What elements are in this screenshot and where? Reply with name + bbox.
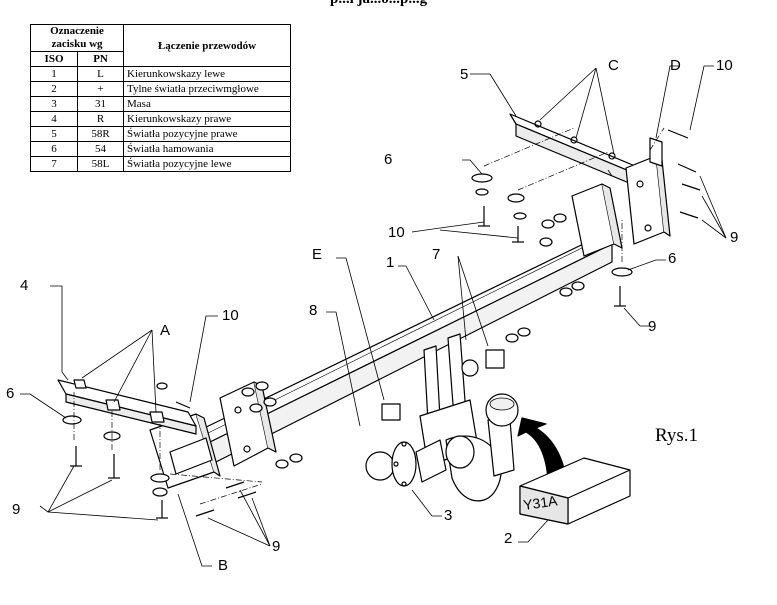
label-6-left: 6 bbox=[6, 385, 15, 402]
washers-nuts bbox=[62, 173, 633, 497]
label-8: 8 bbox=[309, 302, 318, 319]
left-bracket bbox=[149, 381, 277, 489]
label-9-far-right: 9 bbox=[730, 229, 739, 246]
header-pn: PN bbox=[77, 51, 124, 67]
label-9-right: 9 bbox=[648, 318, 657, 335]
partial-title: p...i ja...o...p...g bbox=[330, 0, 427, 8]
header-laczenie: Łączenie przewodów bbox=[123, 24, 291, 67]
label-9-left: 9 bbox=[12, 501, 21, 518]
label-10-mid: 10 bbox=[388, 224, 405, 241]
cell-iso: 3 bbox=[29, 96, 79, 112]
label-5: 5 bbox=[460, 66, 469, 83]
cell-desc: Masa bbox=[123, 96, 291, 112]
label-B: B bbox=[218, 557, 229, 574]
cell-desc: Światła pozycyjne prawe bbox=[123, 126, 291, 142]
label-2: 2 bbox=[504, 530, 513, 547]
cell-pn: R bbox=[77, 111, 124, 127]
label-C: C bbox=[608, 57, 619, 74]
assembly-lines bbox=[73, 127, 665, 505]
cell-pn: 58L bbox=[77, 156, 124, 172]
cell-pn: 31 bbox=[77, 96, 124, 112]
table-row: 3 31 Masa bbox=[29, 96, 291, 112]
cell-iso: 5 bbox=[29, 126, 79, 142]
cell-iso: 6 bbox=[29, 141, 79, 157]
label-E: E bbox=[312, 246, 323, 263]
table-row: 1 L Kierunkowskazy lewe bbox=[29, 66, 291, 82]
label-1: 1 bbox=[386, 254, 395, 271]
socket-box bbox=[519, 457, 631, 525]
table-row: 4 R Kierunkowskazy prawe bbox=[29, 111, 291, 127]
cell-pn: 58R bbox=[77, 126, 124, 142]
cell-iso: 1 bbox=[29, 66, 79, 82]
box-label: Y31A bbox=[522, 492, 559, 513]
label-D: D bbox=[670, 57, 681, 74]
label-10-left: 10 bbox=[222, 307, 239, 324]
label-3: 3 bbox=[444, 507, 453, 524]
figure-caption: Rys.1 bbox=[655, 425, 699, 446]
cell-desc: Światła hamowania bbox=[123, 141, 291, 157]
right-side-bar bbox=[509, 113, 647, 191]
label-A: A bbox=[160, 322, 171, 339]
tow-hook-assembly bbox=[365, 333, 519, 502]
wiring-table: Oznaczenie zacisku wg Łączenie przewodów… bbox=[29, 24, 291, 172]
cell-desc: Światła pozycyjne lewe bbox=[123, 156, 291, 172]
table-row: 6 54 Światła hamowania bbox=[29, 141, 291, 157]
label-10-right: 10 bbox=[716, 57, 733, 74]
cell-desc: Kierunkowskazy lewe bbox=[123, 66, 291, 82]
cell-desc: Kierunkowskazy prawe bbox=[123, 111, 291, 127]
cell-iso: 4 bbox=[29, 111, 79, 127]
plate-d bbox=[649, 137, 663, 167]
header-iso: ISO bbox=[29, 51, 79, 67]
cell-desc: Tylne światła przeciwmgłowe bbox=[123, 81, 291, 97]
cell-pn: + bbox=[77, 81, 124, 97]
left-bolts bbox=[70, 401, 257, 519]
cell-pn: L bbox=[77, 66, 124, 82]
label-7: 7 bbox=[432, 246, 441, 263]
cell-pn: 54 bbox=[77, 141, 124, 157]
label-4: 4 bbox=[20, 277, 29, 294]
cell-iso: 7 bbox=[29, 156, 79, 172]
header-oznaczenie: Oznaczenie zacisku wg bbox=[30, 24, 124, 52]
cell-iso: 2 bbox=[29, 81, 79, 97]
leader-lines bbox=[20, 65, 727, 567]
left-side-bar bbox=[57, 379, 197, 435]
label-6-top: 6 bbox=[384, 151, 393, 168]
table-row: 7 58L Światła pozycyjne lewe bbox=[29, 156, 291, 172]
label-6-right: 6 bbox=[668, 250, 677, 267]
table-row: 2 + Tylne światła przeciwmgłowe bbox=[29, 81, 291, 97]
right-bolts bbox=[478, 129, 701, 307]
table-row: 5 58R Światła pozycyjne prawe bbox=[29, 126, 291, 142]
label-9-bottom: 9 bbox=[272, 538, 281, 555]
